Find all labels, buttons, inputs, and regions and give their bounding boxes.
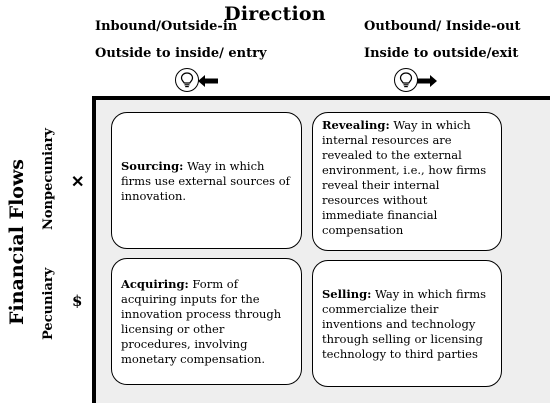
financial-flows-label: Financial Flows — [6, 158, 28, 325]
sourcing-description: Way in which firms use external sources … — [121, 159, 290, 203]
pecuniary-dollar-icon: $ — [72, 292, 83, 310]
lightbulb-right-arrow-icon — [394, 68, 442, 94]
selling-term: Selling: — [322, 287, 372, 301]
acquiring-description: Form of acquiring inputs for the innovat… — [121, 277, 282, 366]
inbound-label: Inbound/Outside-in — [95, 19, 238, 34]
lightbulb-icon — [175, 68, 199, 92]
revealing-box: Revealing: Way in which internal resourc… — [312, 112, 502, 251]
sourcing-term: Sourcing: — [121, 159, 184, 173]
arrow-left-icon — [198, 75, 218, 87]
revealing-term: Revealing: — [322, 118, 390, 132]
outbound-label: Outbound/ Inside-out — [364, 19, 521, 34]
acquiring-box: Acquiring: Form of acquiring inputs for … — [111, 258, 302, 385]
nonpecuniary-cross-icon: ✕ — [71, 172, 85, 191]
diagram-title: Direction — [224, 3, 326, 25]
sourcing-box: Sourcing: Way in which firms use externa… — [111, 112, 302, 249]
horizontal-axis-line — [92, 96, 550, 100]
nonpecuniary-label: Nonpecuniary — [41, 128, 56, 230]
lightbulb-icon — [394, 68, 418, 92]
pecuniary-label: Pecuniary — [41, 267, 56, 340]
acquiring-term: Acquiring: — [121, 277, 189, 291]
lightbulb-left-arrow-icon — [175, 68, 223, 94]
inside-to-outside-label: Inside to outside/exit — [364, 46, 519, 61]
selling-box: Selling: Way in which firms commercializ… — [312, 260, 502, 387]
vertical-axis-line — [92, 96, 96, 403]
revealing-description: Way in which internal resources are reve… — [322, 118, 487, 237]
selling-description: Way in which firms commercialize their i… — [322, 287, 487, 361]
outside-to-inside-label: Outside to inside/ entry — [95, 46, 267, 61]
arrow-right-icon — [417, 75, 437, 87]
